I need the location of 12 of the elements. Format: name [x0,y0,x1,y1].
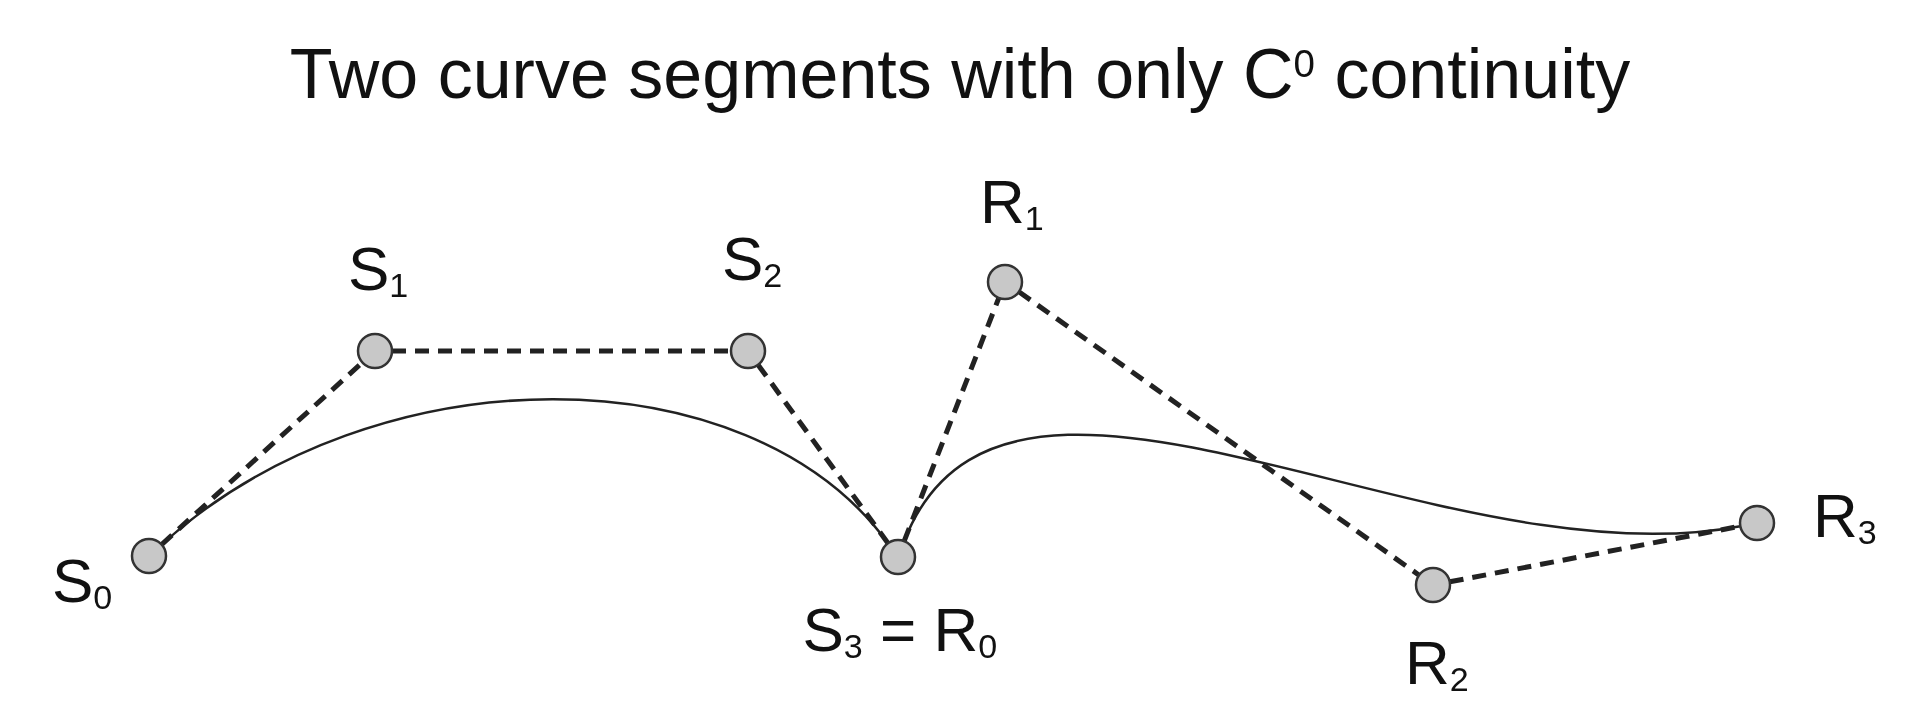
dashed-line [392,348,731,354]
point-label: S$_{2}$ [722,228,783,292]
point-label: R$_{1}$ [980,171,1044,235]
point-label: S$_{3}$ = R$_{0}$ [802,599,998,663]
dashed-line [756,363,890,545]
point-label: S$_{0}$ [52,550,113,614]
point-label: S$_{1}$ [348,238,409,302]
dashed-line [1017,289,1421,578]
point-label: R$_{3}$ [1813,485,1877,549]
point-label: R$_{2}$ [1405,632,1469,696]
diagram-title: Two curve segments with only C$^{0}$ continuity [288,36,1632,113]
dashed-line [901,296,1002,543]
